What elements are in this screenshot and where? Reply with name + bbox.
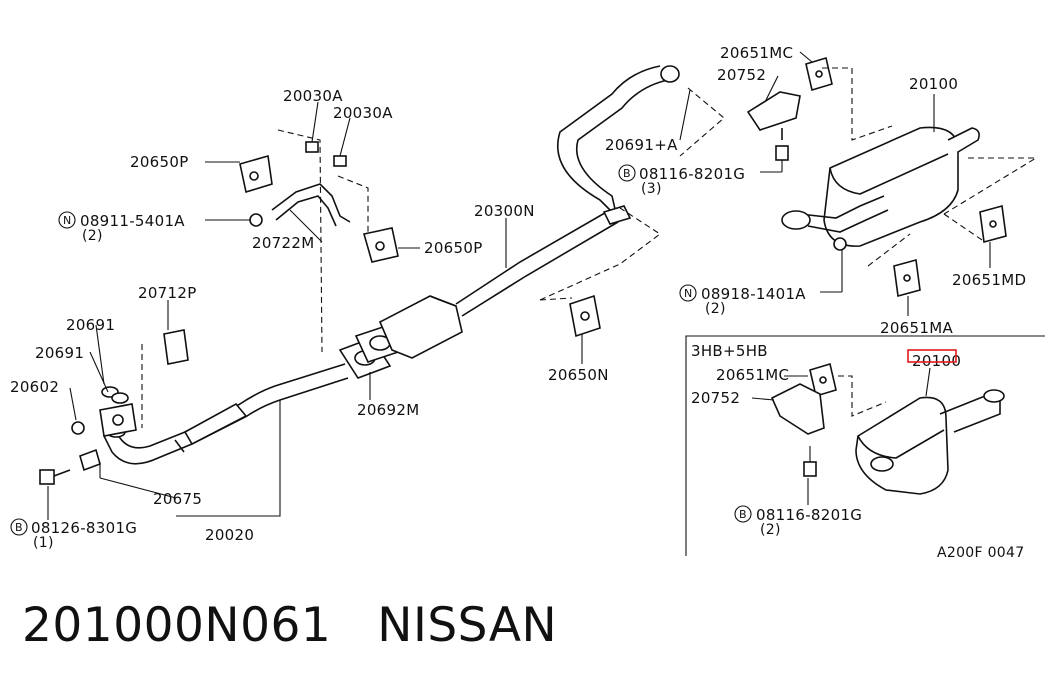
bracket-20712P <box>163 329 189 365</box>
rubber-hanger-20651MA <box>893 258 921 298</box>
inset-label-20651MC: 20651MC <box>716 366 789 384</box>
part-08116: 08116-8201G <box>639 165 745 183</box>
label-20030A-1: 20030A <box>283 87 343 105</box>
prefix-B: B <box>623 167 631 180</box>
label-20651MD: 20651MD <box>952 271 1026 289</box>
part-08126: 08126-8301G <box>31 519 137 537</box>
inset-muffler-20100 <box>855 389 1005 495</box>
circle-N-icon <box>58 211 76 229</box>
part-08911: 08911-5401A <box>80 212 185 230</box>
nut-20602 <box>71 421 85 435</box>
inset-label-20100: 20100 <box>912 352 961 370</box>
nut-08918 <box>833 237 847 251</box>
rubber-hanger-20651MC <box>805 56 833 92</box>
qty-08918: (2) <box>705 301 726 317</box>
label-20651MC: 20651MC <box>720 44 793 62</box>
bolt-08126 <box>39 469 71 485</box>
label-20691-1: 20691 <box>66 316 115 334</box>
bolt-20030A-1 <box>305 141 319 153</box>
leader-lines <box>47 51 991 520</box>
label-20030A-2: 20030A <box>333 104 393 122</box>
gasket-20692M <box>338 323 406 379</box>
center-pipe-20300N <box>378 65 680 359</box>
label-20602: 20602 <box>10 378 59 396</box>
part-08918: 08918-1401A <box>701 285 806 303</box>
label-20712P: 20712P <box>138 284 197 302</box>
label-20650P-lower: 20650P <box>424 239 483 257</box>
qty-08126: (1) <box>33 535 54 551</box>
bolt-08116 <box>775 128 789 161</box>
label-20691A: 20691+A <box>605 136 678 154</box>
qty-08116: (3) <box>641 181 662 197</box>
bolt-20030A-2 <box>333 155 347 167</box>
inset-bracket-20752 <box>770 383 825 435</box>
inset-qty-08116: (2) <box>760 522 781 538</box>
label-20675: 20675 <box>153 490 202 508</box>
prefix-N: N <box>63 214 71 227</box>
inset-bolt-08116 <box>803 446 817 477</box>
flange-gasket-front <box>99 403 137 437</box>
part-number: 201000N061 <box>22 598 332 653</box>
circle-N-icon <box>679 284 697 302</box>
nut-08911 <box>249 213 263 227</box>
label-20752: 20752 <box>717 66 766 84</box>
inset-label-20752: 20752 <box>691 389 740 407</box>
label-08116: B 08116-8201G (3) <box>618 164 745 197</box>
circle-B-icon <box>10 518 28 536</box>
label-08126: B 08126-8301G (1) <box>10 518 137 551</box>
front-pipe-20020 <box>103 363 349 465</box>
circle-B-icon <box>734 505 752 523</box>
label-08911: N 08911-5401A (2) <box>58 211 185 244</box>
inset-title: 3HB+5HB <box>691 342 768 360</box>
rubber-hanger-20650P-lower <box>362 227 399 263</box>
circle-B-icon <box>618 164 636 182</box>
main-muffler-20100 <box>781 126 980 247</box>
label-08918: N 08918-1401A (2) <box>679 284 806 317</box>
label-20651MA: 20651MA <box>880 319 953 337</box>
brand-name: NISSAN <box>377 598 558 653</box>
label-20100: 20100 <box>909 75 958 93</box>
label-20650N: 20650N <box>548 366 609 384</box>
prefix-B: B <box>15 521 23 534</box>
bracket-20722M <box>271 183 351 227</box>
part-footer: 201000N061 NISSAN <box>22 598 557 653</box>
inset-panel-3HB-5HB: 3HB+5HB 20651MC 20752 20100 <box>685 335 1045 556</box>
label-20692M: 20692M <box>357 401 419 419</box>
seal-20691 <box>101 386 129 404</box>
inset-hanger-20651MC <box>809 362 837 398</box>
label-20650P-upper: 20650P <box>130 153 189 171</box>
label-20300N: 20300N <box>474 202 535 220</box>
dashed-guides <box>141 67 1038 428</box>
qty-08911: (2) <box>82 228 103 244</box>
prefix-B: B <box>739 508 747 521</box>
rubber-hanger-20650P-upper <box>239 154 273 194</box>
inset-label-08116: B 08116-8201G (2) <box>734 505 862 538</box>
prefix-N: N <box>684 287 692 300</box>
inset-part-08116: 08116-8201G <box>756 506 862 524</box>
label-20020: 20020 <box>205 526 254 544</box>
rubber-hanger-20651MD <box>979 204 1007 244</box>
label-20722M: 20722M <box>252 234 314 252</box>
highlight-box <box>907 349 957 363</box>
figure-code: A200F 0047 <box>937 545 1024 561</box>
rubber-hanger-20650N <box>569 294 601 338</box>
bracket-20752 <box>746 91 801 131</box>
label-20691-2: 20691 <box>35 344 84 362</box>
clamp-20675 <box>79 448 101 472</box>
